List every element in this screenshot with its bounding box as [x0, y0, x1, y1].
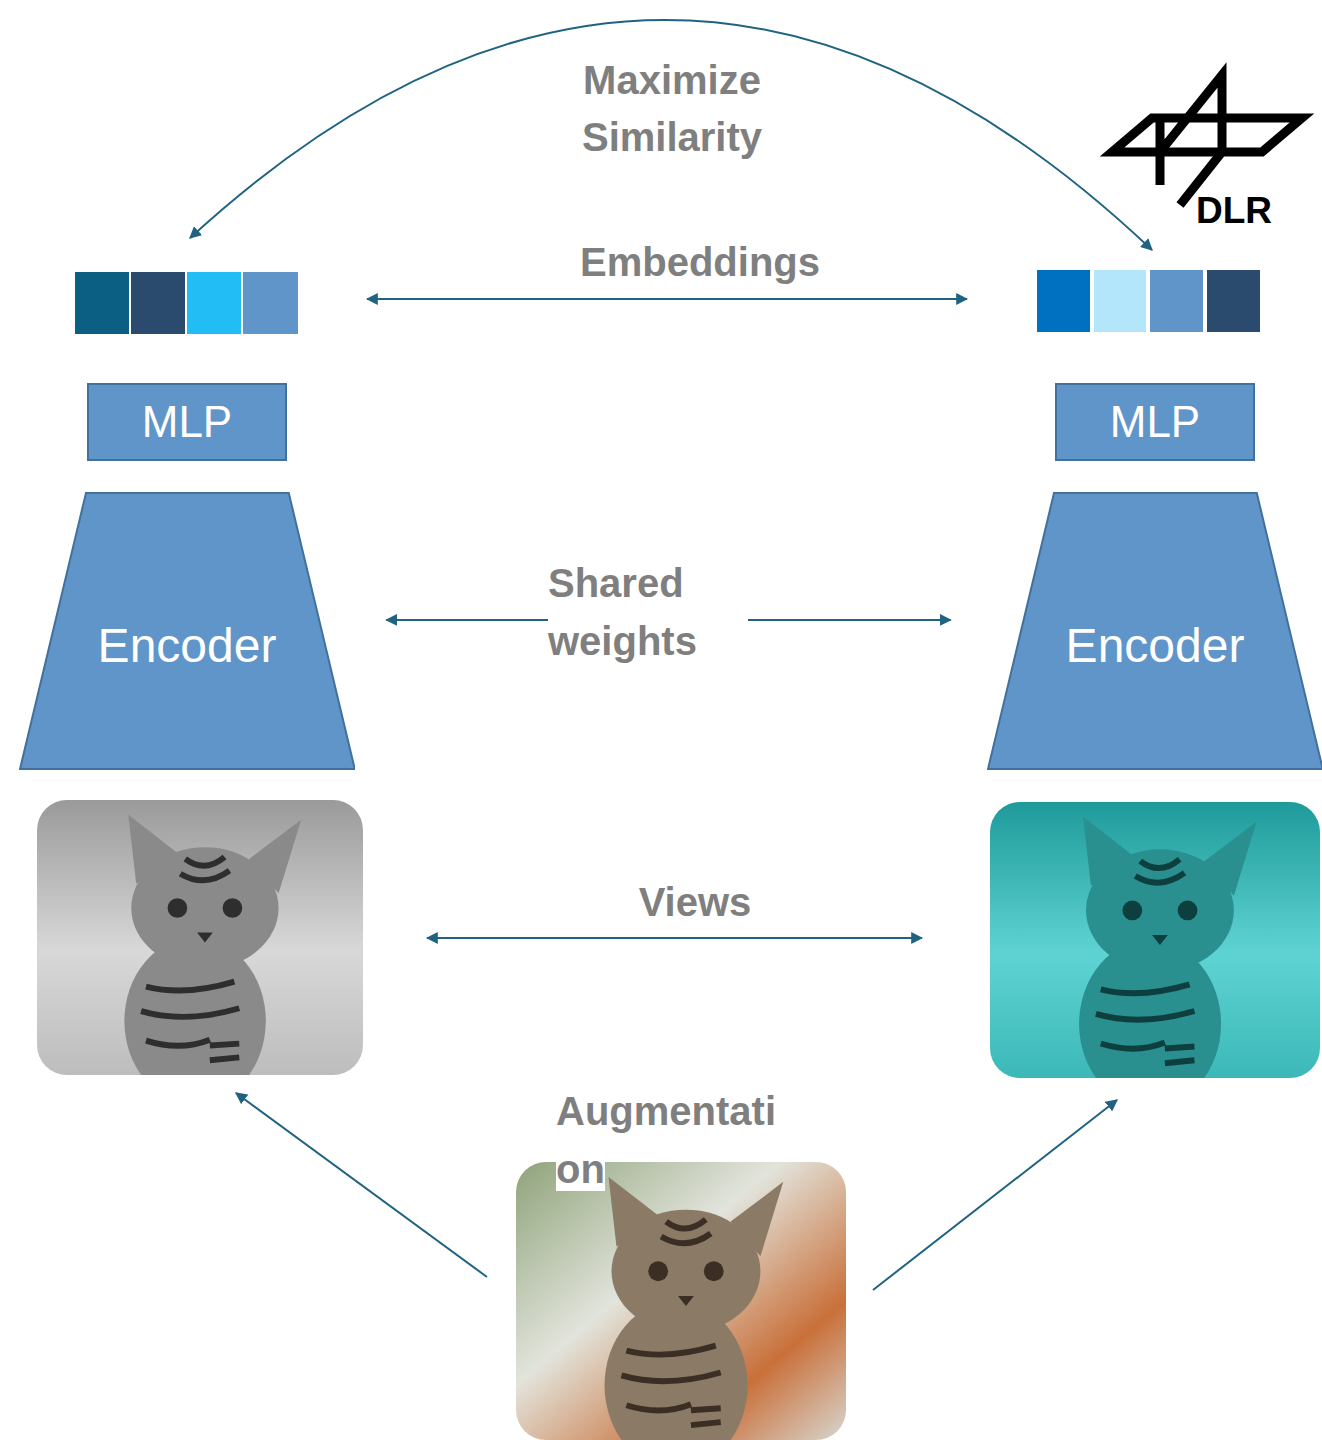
augmentation-arrow: [236, 1093, 487, 1277]
views-arrow: [427, 937, 922, 939]
edge-label: Shared weights: [548, 561, 697, 663]
logo-text: DLR: [1196, 190, 1272, 231]
encoder-trapezoid: Encoder: [19, 492, 356, 770]
augmentation-arrow: [873, 1100, 1117, 1290]
similarity-arrow: [190, 20, 1152, 250]
stage-label: Views: [639, 880, 752, 924]
stage-label-box: Views: [570, 874, 820, 930]
node-text: MLP: [142, 397, 232, 447]
original-image: [516, 1162, 846, 1440]
grayscale-view-image: [37, 800, 363, 1075]
node-text: MLP: [1110, 397, 1200, 447]
stage-label-box: Embeddings: [530, 234, 870, 290]
mlp-box: MLP: [1055, 383, 1255, 461]
node-text: Encoder: [1066, 618, 1245, 673]
encoder-trapezoid: Encoder: [987, 492, 1322, 770]
embedding-vector: [1037, 270, 1260, 332]
objective-label-box: Maximize Similarity: [500, 52, 844, 166]
stage-label: Embeddings: [580, 240, 820, 284]
dlr-logo-symbol: [1112, 75, 1302, 205]
mlp-box: MLP: [87, 383, 287, 461]
embeddings-arrow: [367, 298, 967, 300]
stage-label: Augmentati on: [556, 1089, 776, 1191]
logo-text-box: DLR: [1196, 188, 1306, 234]
stage-label-box: Augmentati on: [556, 1082, 832, 1198]
color-jitter-view-image: [990, 802, 1320, 1078]
objective-label: Maximize Similarity: [582, 58, 762, 159]
embedding-vector: [75, 272, 298, 334]
node-text: Encoder: [98, 618, 277, 673]
edge-label-box: Shared weights: [548, 554, 748, 670]
